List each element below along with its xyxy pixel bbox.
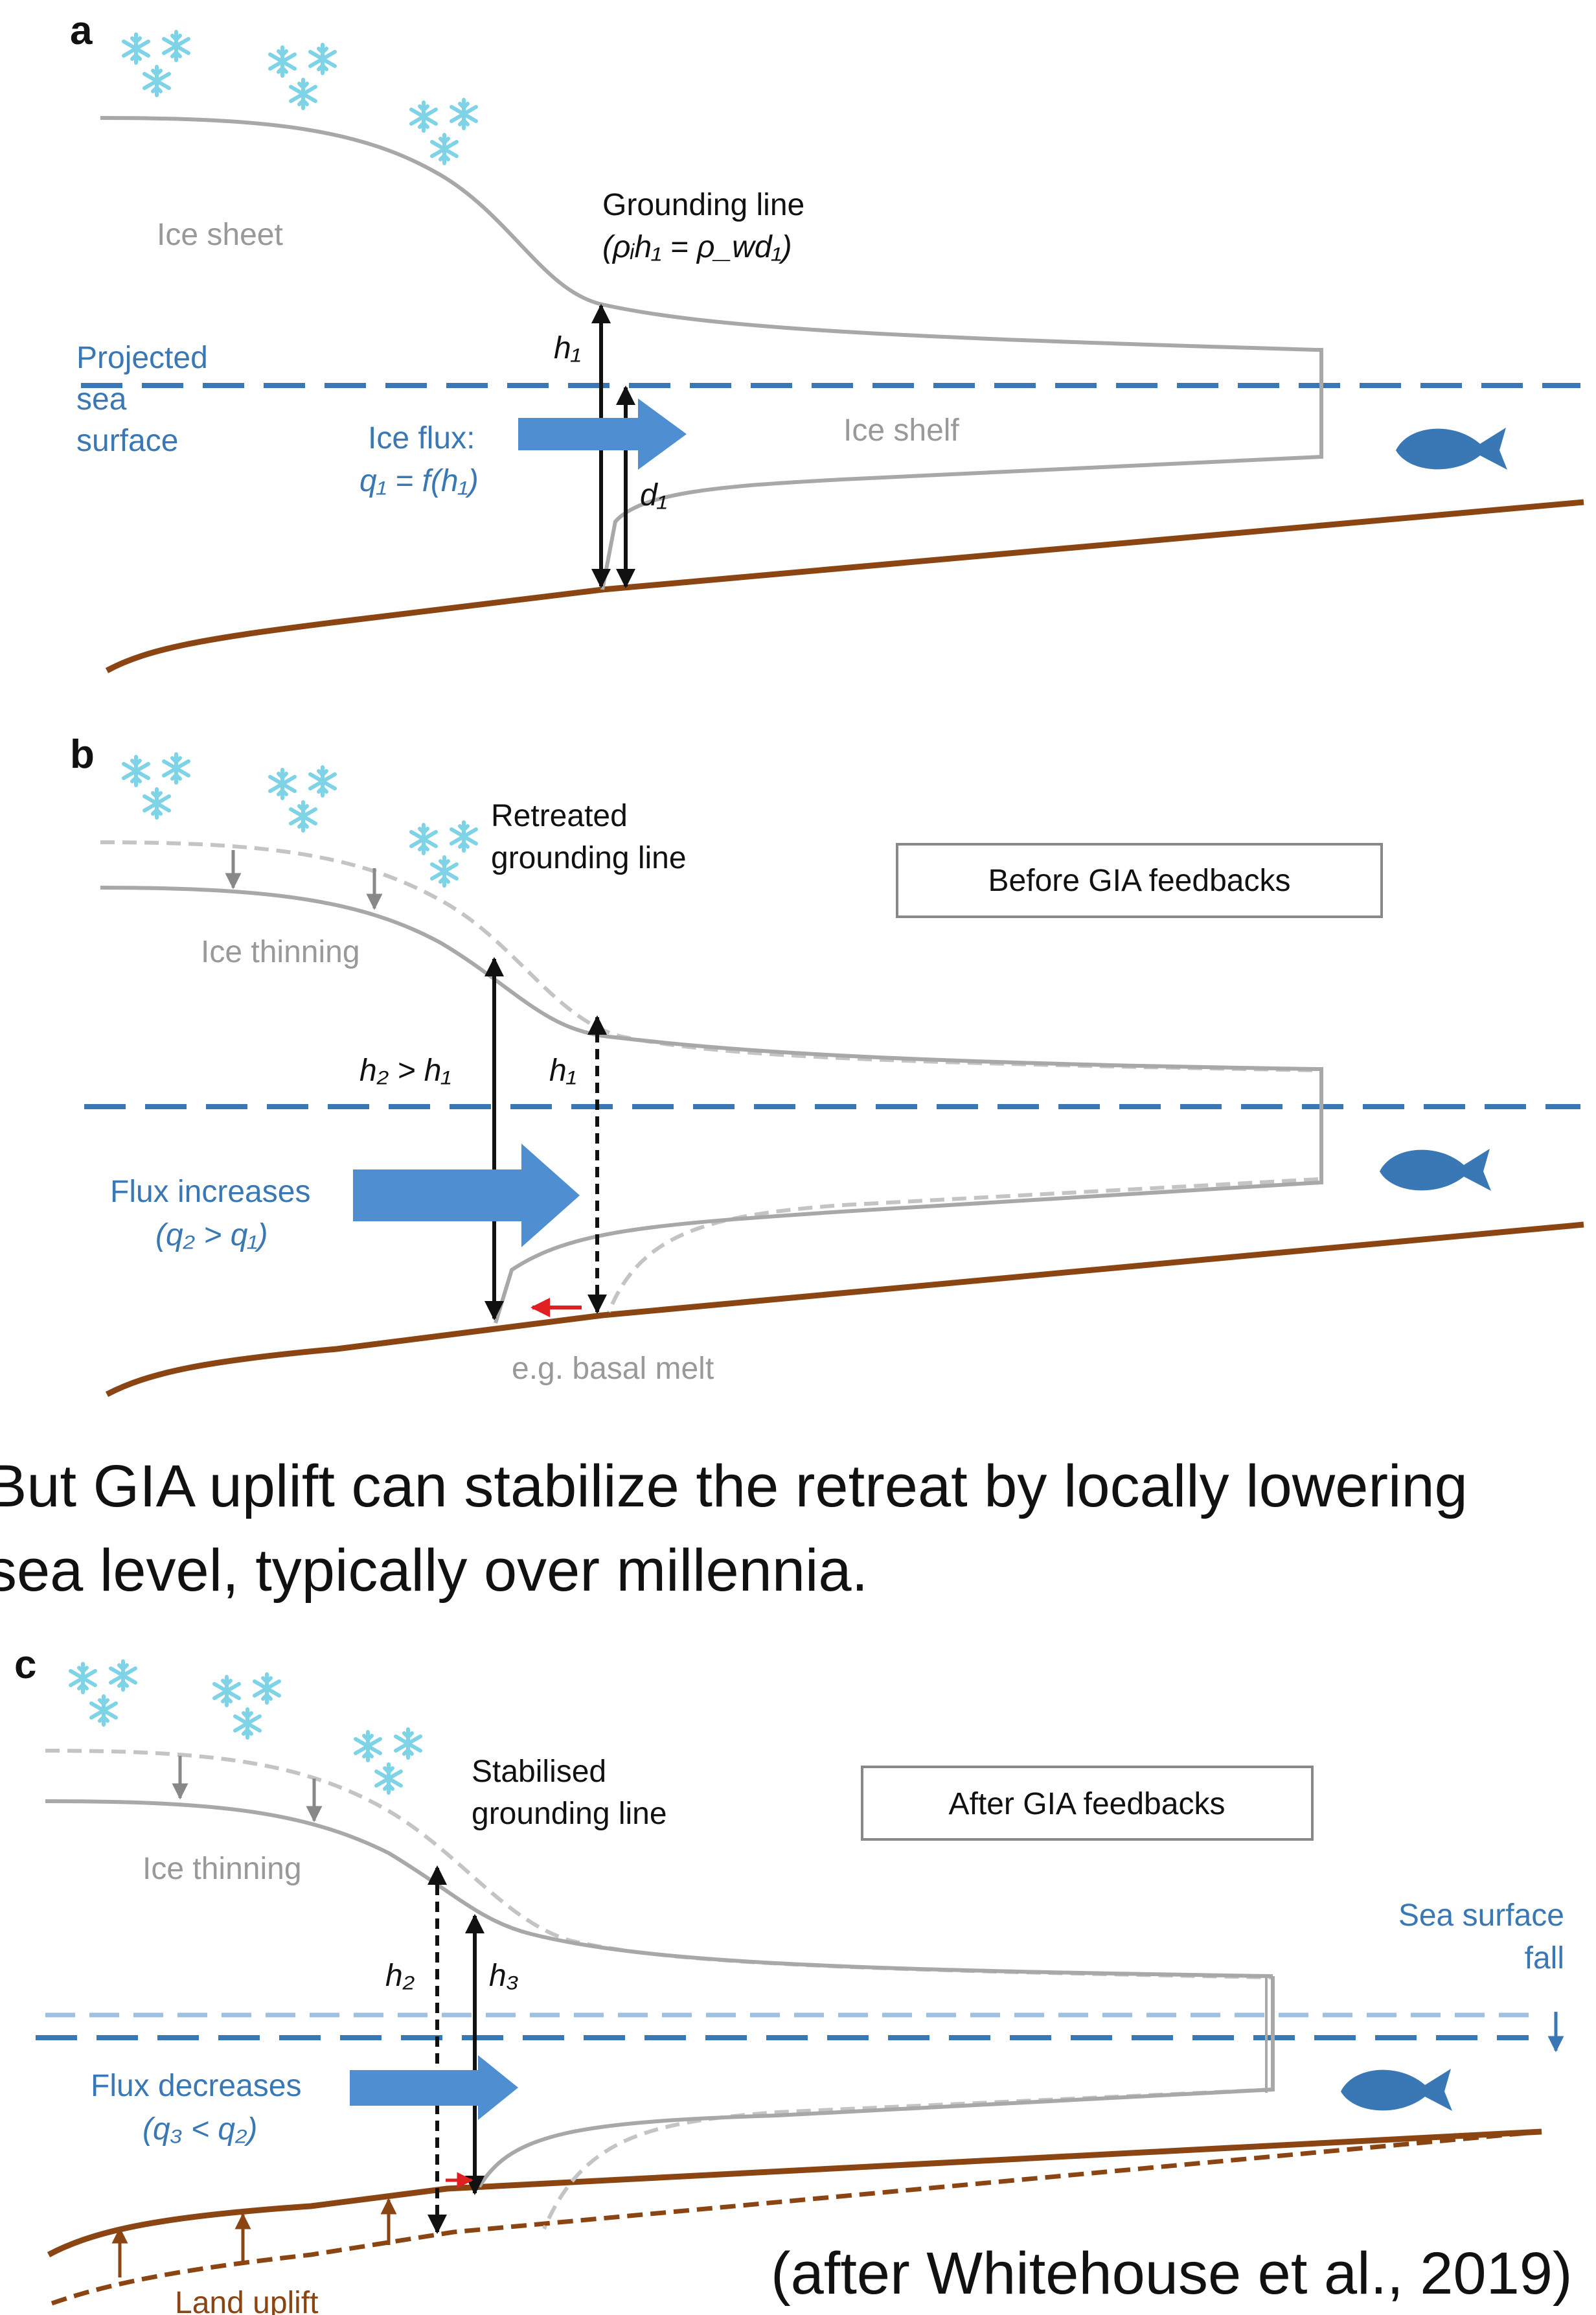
ice-surface	[100, 116, 1319, 352]
grounding-line-label: Grounding line	[602, 188, 804, 222]
land-uplift-label: Land uplift	[175, 2286, 319, 2315]
fish-icon	[1380, 1149, 1491, 1191]
h1-label: h₁	[549, 1054, 576, 1088]
bedrock-line	[105, 499, 1584, 673]
ice-flux-label: Ice flux:	[368, 421, 475, 455]
flux-condition: (q₃ < q₂)	[142, 2112, 257, 2147]
retreated-label: Retreated	[491, 799, 628, 833]
h2-gt-h1-label: h₂ > h₁	[359, 1054, 451, 1088]
ice-shelf-front	[494, 1067, 1323, 1324]
basal-melt-label: e.g. basal melt	[512, 1352, 714, 1386]
snowflake-icon	[71, 1661, 420, 1793]
before-gia-label: Before GIA feedbacks	[988, 864, 1291, 898]
ice-thinning-label: Ice thinning	[142, 1852, 302, 1886]
panel-a: a Ice sheet Grounding line (ρᵢh₁ = ρ_wd₁…	[70, 8, 1584, 673]
h2-label: h₂	[385, 1959, 415, 1993]
after-gia-label: After GIA feedbacks	[949, 1787, 1226, 1821]
panel-letter: a	[70, 8, 93, 53]
h1-label: h₁	[554, 331, 581, 365]
ice-shelf-label: Ice shelf	[843, 413, 959, 448]
d1-label: d₁	[640, 478, 667, 513]
projected-sea-label-3: surface	[76, 424, 178, 458]
ice-surface	[100, 886, 1319, 1071]
stabilised-label-2: grounding line	[472, 1797, 667, 1831]
caption-line-1: But GIA uplift can stabilize the retreat…	[0, 1453, 1468, 1519]
caption-line-2: sea level, typically over millennia.	[0, 1538, 868, 1604]
flux-decreases-label: Flux decreases	[91, 2069, 301, 2103]
flotation-equation: (ρᵢh₁ = ρ_wd₁)	[602, 230, 792, 264]
h3-label: h₃	[489, 1959, 519, 1993]
flux-increases-label: Flux increases	[110, 1175, 310, 1209]
before-gia-box	[896, 843, 1383, 918]
after-gia-box	[861, 1766, 1314, 1841]
projected-sea-label-2: sea	[76, 382, 127, 417]
flux-arrow	[518, 398, 687, 470]
previous-ice-base	[607, 1177, 1319, 1313]
panel-letter: c	[14, 1642, 36, 1687]
bedrock-line	[47, 2128, 1542, 2257]
bedrock-line	[105, 1221, 1584, 1397]
panel-letter: b	[70, 732, 95, 777]
flux-condition: (q₂ > q₁)	[155, 1218, 268, 1252]
projected-sea-label: Projected	[76, 341, 208, 375]
sea-fall-label: Sea surface	[1398, 1898, 1564, 1933]
fish-icon	[1341, 2069, 1452, 2111]
flux-equation: q₁ = f(h₁)	[359, 464, 479, 498]
flux-arrow	[350, 2055, 518, 2120]
citation: (after Whitehouse et al., 2019)	[771, 2240, 1573, 2307]
snowflake-icon	[124, 754, 476, 886]
ice-thinning-label: Ice thinning	[201, 935, 360, 969]
ice-sheet-label: Ice sheet	[157, 218, 283, 252]
ice-surface	[45, 1799, 1273, 1978]
flux-arrow	[353, 1144, 580, 1247]
retreated-label-2: grounding line	[491, 841, 687, 875]
snowflake-icon	[124, 32, 476, 163]
ice-shelf-front	[477, 1976, 1275, 2188]
fish-icon	[1396, 428, 1507, 470]
stabilised-label: Stabilised	[472, 1755, 606, 1789]
panel-b: b Before GIA feedbacks Retreated groundi…	[70, 732, 1584, 1397]
panel-c: c After GIA feedbacks	[14, 1642, 1564, 2315]
previous-bedrock-line	[51, 2129, 1542, 2306]
sea-fall-label-2: fall	[1525, 1941, 1564, 1975]
